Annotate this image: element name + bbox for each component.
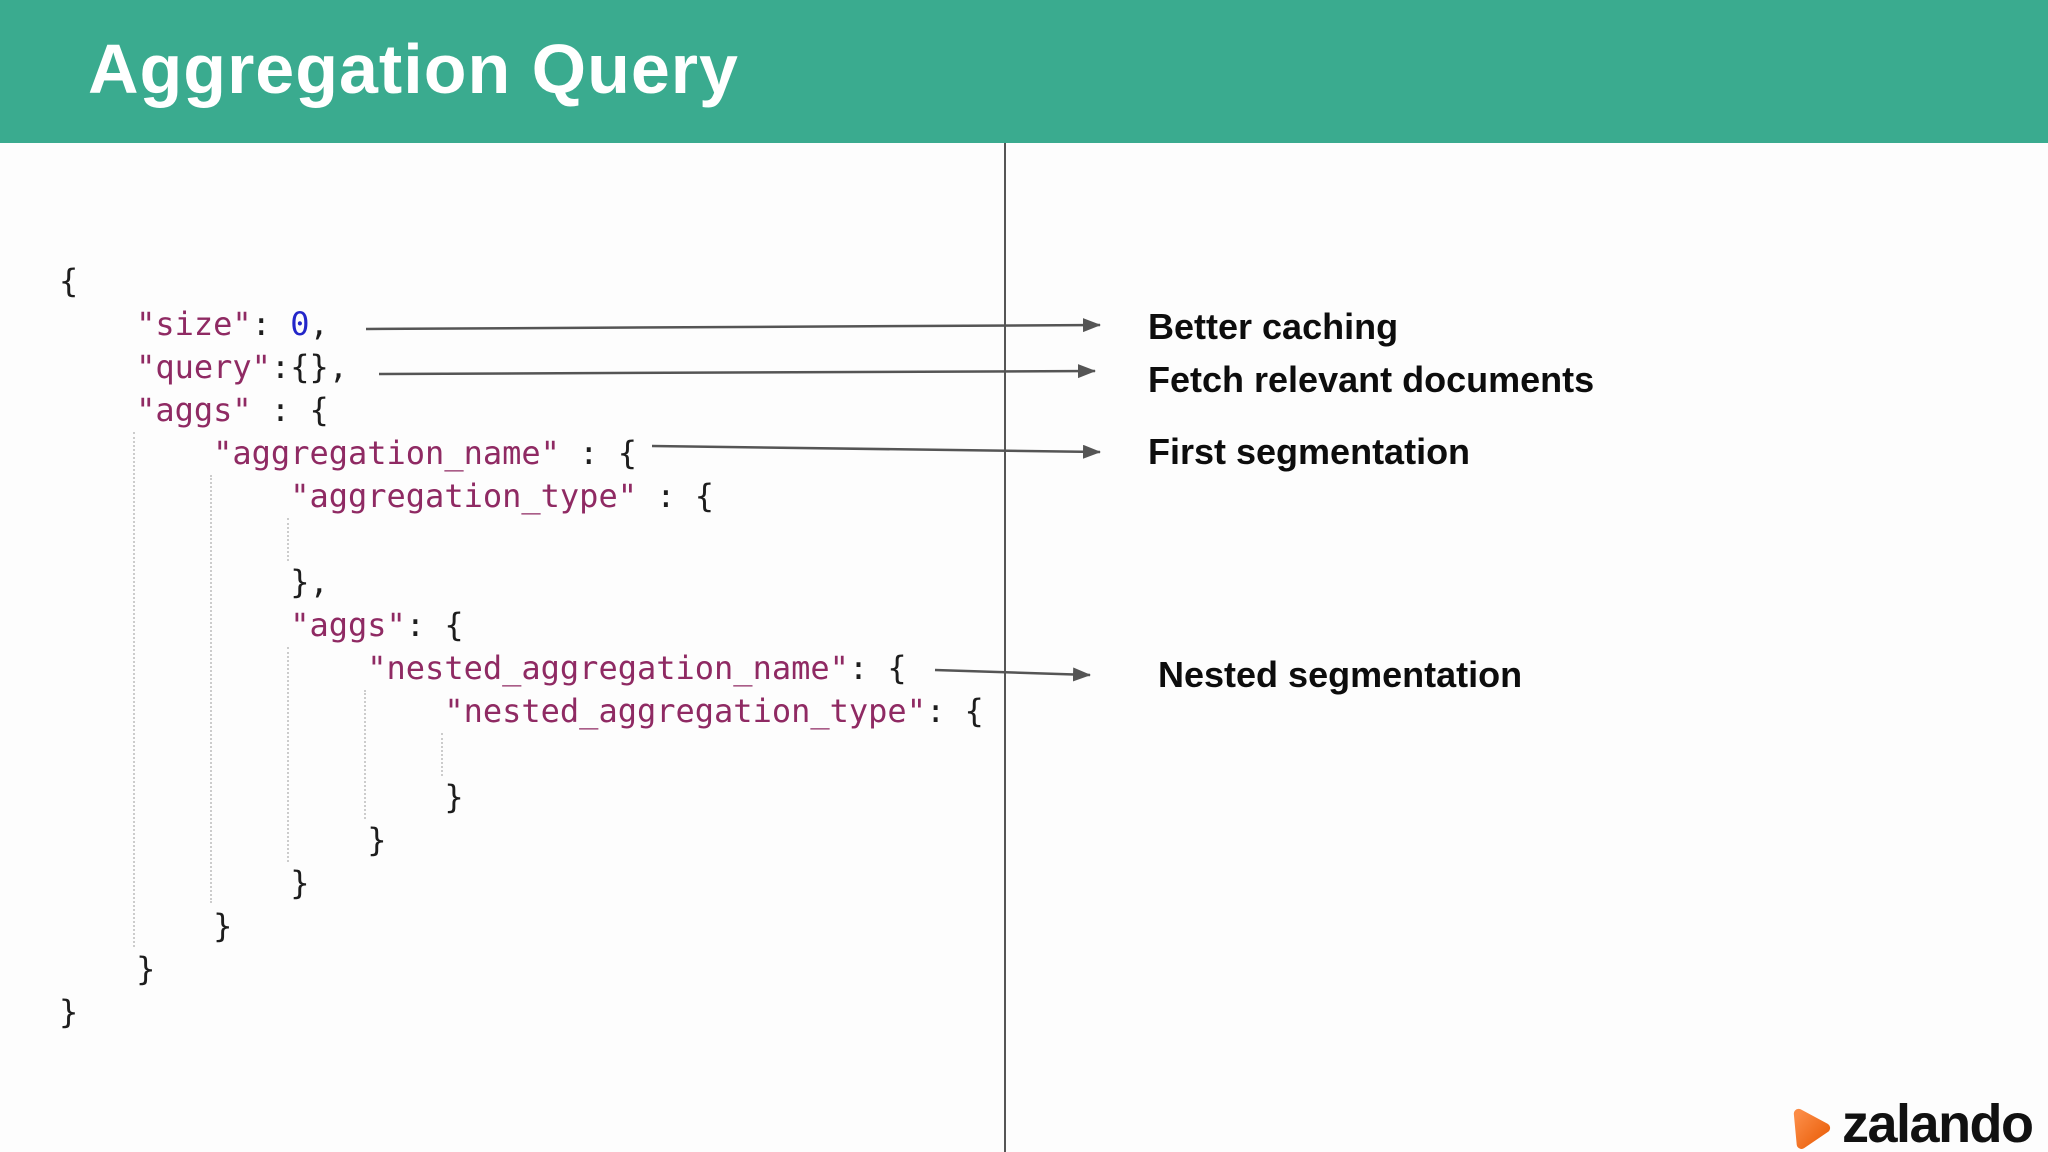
indent-guide bbox=[441, 733, 443, 776]
indent-guide bbox=[287, 518, 289, 561]
code-line: } bbox=[59, 864, 310, 902]
zalando-wordmark: zalando bbox=[1842, 1094, 2034, 1152]
vertical-divider bbox=[1004, 143, 1006, 1152]
code-line: "nested_aggregation_name": { bbox=[367, 649, 907, 687]
zalando-triangle-icon bbox=[1793, 1108, 1831, 1149]
code-line: } bbox=[59, 950, 156, 988]
code-block: { "size": 0, "query":{}, "aggs" : { "agg… bbox=[59, 260, 984, 1034]
page-title: Aggregation Query bbox=[88, 30, 739, 108]
code-line: "size": 0, bbox=[136, 305, 329, 343]
annotation-first-segmentation: First segmentation bbox=[1148, 431, 1471, 472]
code-line: { bbox=[59, 262, 79, 300]
indent-guide bbox=[133, 432, 135, 947]
annotation-fetch-documents: Fetch relevant documents bbox=[1148, 359, 1595, 400]
code-line: } bbox=[59, 907, 233, 945]
code-line: "aggregation_name" : { bbox=[213, 434, 637, 472]
code-line: } bbox=[59, 993, 79, 1031]
code-line: "aggs": { bbox=[290, 606, 464, 644]
code-line: "query":{}, bbox=[136, 348, 348, 386]
code-line bbox=[59, 518, 984, 561]
indent-guide bbox=[287, 647, 289, 862]
code-line: "aggs" : { bbox=[136, 391, 329, 429]
indent-guide bbox=[364, 690, 366, 819]
header-bar: Aggregation Query bbox=[0, 0, 2048, 143]
code-line bbox=[59, 733, 984, 776]
code-line: "aggregation_type" : { bbox=[290, 477, 715, 515]
zalando-logo: zalando bbox=[1790, 1094, 2034, 1152]
code-line: } bbox=[59, 821, 387, 859]
code-line: } bbox=[59, 778, 464, 816]
annotation-nested-segmentation: Nested segmentation bbox=[1158, 654, 1523, 695]
indent-guide bbox=[210, 475, 212, 903]
code-line: }, bbox=[59, 563, 329, 601]
code-line: "nested_aggregation_type": { bbox=[444, 692, 984, 730]
annotation-better-caching: Better caching bbox=[1148, 306, 1399, 347]
